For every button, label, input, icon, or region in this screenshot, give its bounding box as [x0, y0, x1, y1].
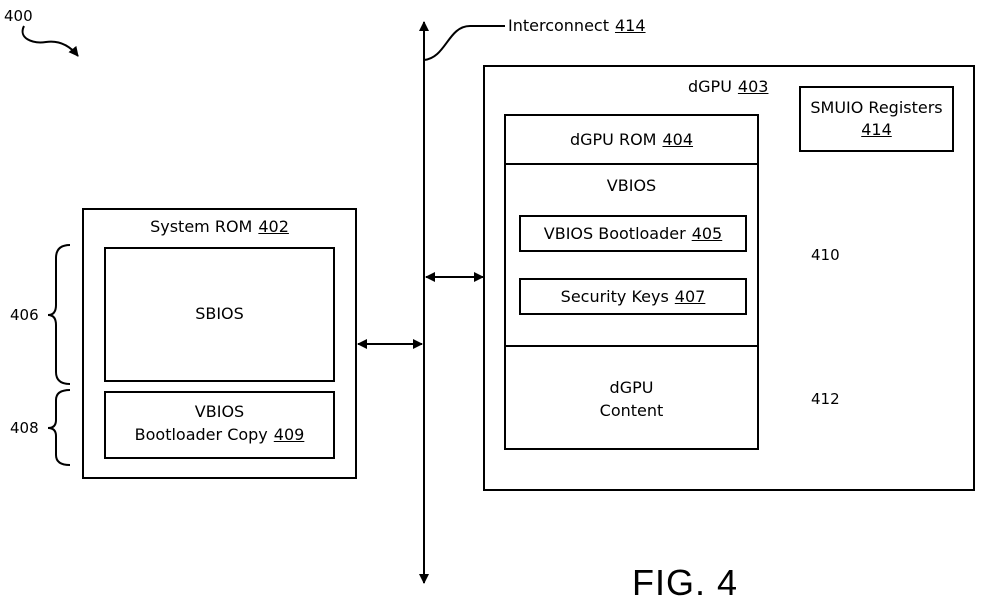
security-keys-title: Security Keys 407 — [521, 286, 745, 308]
brace-408-label: 408 — [10, 419, 39, 437]
brace-408 — [47, 389, 71, 466]
vbios-bootloader-title: VBIOS Bootloader 405 — [521, 223, 745, 245]
smuio-ref: 414 — [861, 120, 892, 139]
dgpu-content-line1: dGPU — [609, 378, 654, 397]
dgpu-ref: 403 — [737, 77, 769, 96]
system-rom-ref: 402 — [258, 217, 289, 236]
vbios-section: VBIOS VBIOS Bootloader 405 Security Keys 4… — [506, 165, 757, 347]
interconnect-ref: 414 — [614, 16, 646, 35]
interconnect-text: Interconnect — [508, 16, 609, 35]
brace-412-label: 412 — [811, 390, 840, 408]
smuio-label: SMUIO Registers — [810, 98, 943, 117]
dgpu-rom-title: dGPU ROM 404 — [506, 129, 757, 151]
smuio-registers-box: SMUIO Registers 414 — [799, 86, 954, 152]
figure-ref-label: 400 — [4, 7, 33, 25]
vbios-copy-line2: Bootloader Copy 409 — [106, 424, 333, 446]
vbios-bootloader-ref: 405 — [691, 224, 723, 243]
dgpu-rom-ref: 404 — [662, 130, 694, 149]
dgpu-rom-header: dGPU ROM 404 — [506, 116, 757, 165]
system-rom-title: System ROM 402 — [84, 216, 355, 238]
security-keys-box: Security Keys 407 — [519, 278, 747, 315]
vbios-copy-line1: VBIOS — [194, 402, 245, 421]
dgpu-content-section: dGPU Content — [506, 347, 757, 448]
system-rom-label: System ROM — [150, 217, 253, 236]
interconnect-label: Interconnect 414 — [508, 16, 646, 36]
security-keys-ref: 407 — [674, 287, 706, 306]
figure-ref-arrow — [21, 25, 79, 57]
vbios-bootloader-box: VBIOS Bootloader 405 — [519, 215, 747, 252]
vbios-bootloader-copy-box: VBIOS Bootloader Copy 409 — [104, 391, 335, 459]
security-keys-label: Security Keys — [560, 287, 669, 306]
brace-406 — [47, 244, 71, 385]
interconnect-leader — [423, 25, 505, 61]
dgpu-rom-column: dGPU ROM 404 VBIOS VBIOS Bootloader 405 Se… — [504, 114, 759, 450]
figure-title: FIG. 4 — [632, 562, 739, 603]
sbios-label: SBIOS — [195, 304, 244, 323]
dgpu-title: dGPU 403 — [688, 77, 768, 97]
dgpu-rom-label: dGPU ROM — [569, 130, 657, 149]
dgpu-label: dGPU — [688, 77, 732, 96]
vbios-copy-ref: 409 — [273, 425, 305, 444]
brace-406-label: 406 — [10, 306, 39, 324]
smuio-ref-wrap: 414 — [801, 119, 952, 141]
sbios-box: SBIOS — [104, 247, 335, 382]
vbios-copy-label: Bootloader Copy — [134, 425, 268, 444]
dgpu-content-line2: Content — [599, 401, 664, 420]
vbios-bootloader-label: VBIOS Bootloader — [543, 224, 686, 243]
system-rom-box: System ROM 402 SBIOS VBIOS Bootloader Cop… — [82, 208, 357, 479]
vbios-label: VBIOS — [606, 176, 657, 195]
brace-410-label: 410 — [811, 246, 840, 264]
